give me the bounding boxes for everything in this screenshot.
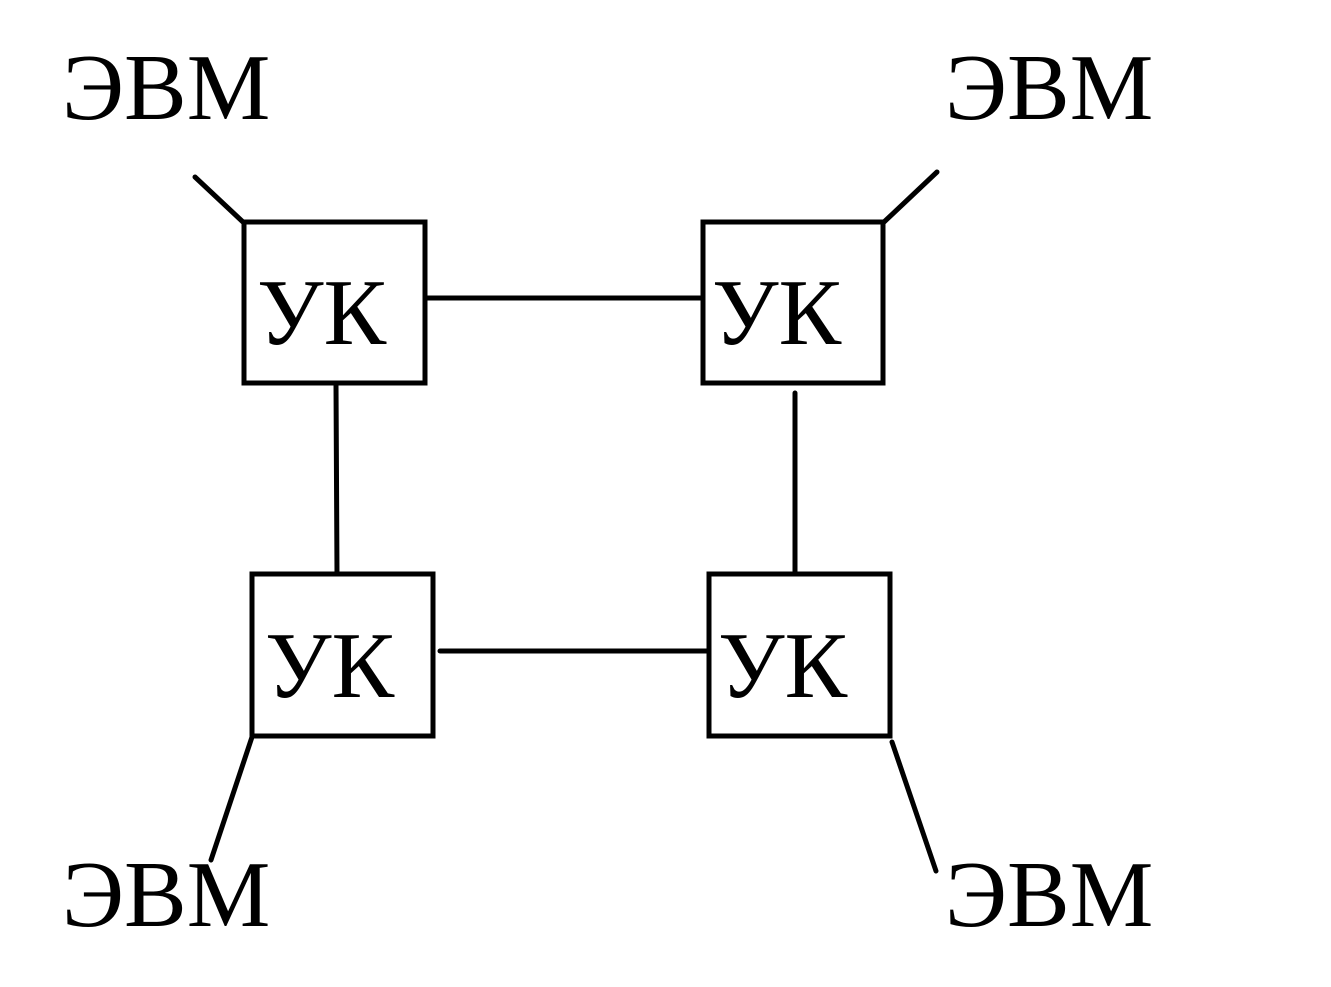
computer-label-top-right: ЭВМ <box>945 36 1153 140</box>
node-label: УК <box>718 614 849 718</box>
node-box <box>249 571 436 739</box>
link-evm-bottom-right-to-uk <box>889 739 939 874</box>
node-label: УК <box>712 261 843 365</box>
node-uk-top-left: УК <box>241 219 428 386</box>
computer-label-bottom-right: ЭВМ <box>945 843 1153 947</box>
node-box <box>706 571 893 739</box>
node-uk-bottom-right: УК <box>706 571 893 739</box>
link-evm-top-right-to-uk <box>881 169 940 225</box>
computer-label-bottom-left: ЭВМ <box>62 843 270 947</box>
computer-label-top-left: ЭВМ <box>62 36 270 140</box>
link-top-left-to-bottom-left <box>333 381 340 578</box>
node-label: УК <box>265 614 396 718</box>
node-uk-bottom-left: УК <box>249 571 436 739</box>
link-evm-top-left-to-uk <box>192 174 246 225</box>
link-evm-bottom-left-to-uk <box>208 734 255 863</box>
node-box <box>700 219 886 386</box>
node-label: УК <box>257 261 388 365</box>
node-box <box>241 219 428 386</box>
node-uk-top-right: УК <box>700 219 886 386</box>
